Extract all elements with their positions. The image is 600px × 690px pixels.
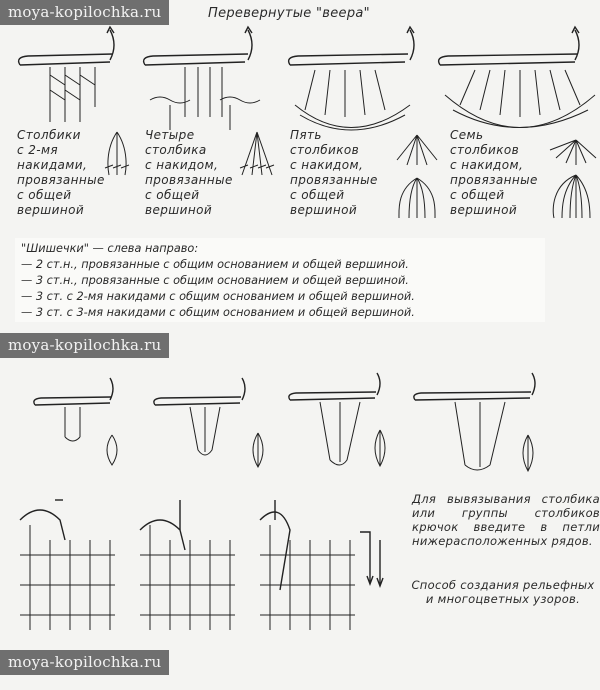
fan-caption-3: Пять столбиков с накидом, провязанные с … xyxy=(290,128,378,217)
bobble-illustration-3 xyxy=(288,372,386,468)
fan-illustration-1 xyxy=(17,25,115,122)
bobbles-description: "Шишечки" — слева направо: — 2 ст.н., пр… xyxy=(15,238,545,322)
fan-caption-2: Четыре столбика с накидом, провязанные с… xyxy=(145,128,233,217)
bobbles-line: — 3 ст. с 3-мя накидами с общим основани… xyxy=(21,306,415,319)
fan-symbol-2 xyxy=(239,131,275,176)
bobbles-line: — 2 ст.н., провязанные с общим основание… xyxy=(21,258,409,271)
bobbles-line: — 3 ст.н., провязанные с общим основание… xyxy=(21,274,409,287)
bobble-illustration-4 xyxy=(413,372,536,473)
fan-symbol-3 xyxy=(396,134,438,219)
relief-illustration-3 xyxy=(259,500,355,630)
fan-symbol-1 xyxy=(104,131,130,176)
watermark: moya-kopilochka.ru xyxy=(0,333,170,358)
watermark: moya-kopilochka.ru xyxy=(0,0,170,25)
fan-caption-1: Столбики с 2-мя накидами, провязанные с … xyxy=(17,128,105,217)
fan-illustration-4 xyxy=(437,25,596,128)
bobbles-line: — 3 ст. с 2-мя накидами с общим основани… xyxy=(21,290,415,303)
arrows-down-icon xyxy=(360,531,384,588)
relief-illustration-2 xyxy=(139,500,235,630)
bobbles-heading: "Шишечки" — слева направо: xyxy=(21,242,199,255)
relief-caption: Способ создания рельефных и многоцветных… xyxy=(411,578,595,606)
relief-instruction: Для вывязывания столбика или группы стол… xyxy=(412,492,600,548)
fan-symbol-4 xyxy=(549,139,597,219)
fan-caption-4: Семь столбиков с накидом, провязанные с … xyxy=(450,128,538,217)
watermark: moya-kopilochka.ru xyxy=(0,650,170,675)
fans-title: Перевернутые "веера" xyxy=(208,6,370,21)
fan-illustration-2 xyxy=(142,25,261,130)
relief-illustration-1 xyxy=(19,499,115,630)
bobble-illustration-1 xyxy=(33,377,118,466)
bobble-illustration-2 xyxy=(153,377,264,468)
fan-illustration-3 xyxy=(287,25,415,131)
